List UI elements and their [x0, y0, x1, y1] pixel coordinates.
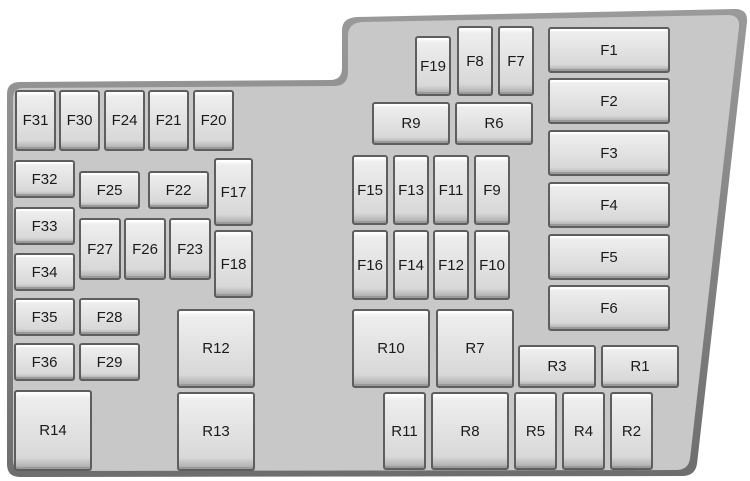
fuse-f8: F8: [457, 26, 493, 96]
relay-r8: R8: [431, 392, 509, 470]
relay-r3: R3: [518, 345, 596, 388]
fuse-f9: F9: [474, 155, 510, 225]
relay-r11: R11: [383, 392, 426, 470]
fuse-f17: F17: [214, 158, 253, 226]
fuse-f2: F2: [548, 78, 670, 124]
fuse-f14: F14: [393, 230, 429, 300]
fuse-f23: F23: [169, 218, 211, 280]
fuse-f12: F12: [433, 230, 469, 300]
fuse-f3: F3: [548, 130, 670, 176]
fuse-f33: F33: [14, 207, 75, 245]
fuse-f35: F35: [14, 298, 75, 336]
fuse-f31: F31: [15, 90, 56, 151]
fuse-f21: F21: [148, 90, 189, 151]
fuse-f30: F30: [59, 90, 100, 151]
fuse-f25: F25: [79, 171, 140, 209]
fuse-f36: F36: [14, 343, 75, 381]
fuse-f34: F34: [14, 253, 75, 291]
fuse-f22: F22: [148, 171, 209, 209]
fuse-f28: F28: [79, 298, 140, 336]
fuse-f11: F11: [433, 155, 469, 225]
relay-r10: R10: [352, 309, 430, 388]
fuse-f15: F15: [352, 155, 388, 225]
fuse-f5: F5: [548, 234, 670, 280]
fuse-f16: F16: [352, 230, 388, 300]
relay-r5: R5: [514, 392, 557, 470]
relay-r13: R13: [177, 392, 255, 471]
relay-r7: R7: [436, 309, 514, 388]
fuse-f20: F20: [193, 90, 234, 151]
fuse-f1: F1: [548, 27, 670, 73]
fuse-f6: F6: [548, 285, 670, 331]
fuse-f26: F26: [124, 218, 166, 280]
relay-r12: R12: [177, 309, 255, 388]
relay-r1: R1: [601, 345, 679, 388]
relay-r14: R14: [14, 390, 92, 471]
fuse-f32: F32: [14, 160, 75, 198]
relay-r9: R9: [372, 102, 450, 145]
fuse-f27: F27: [79, 218, 121, 280]
fuse-f13: F13: [393, 155, 429, 225]
fuse-f24: F24: [104, 90, 145, 151]
relay-r2: R2: [610, 392, 653, 470]
fuse-f29: F29: [79, 343, 140, 381]
fuse-f18: F18: [214, 230, 253, 298]
relay-r6: R6: [455, 102, 533, 145]
fuse-f7: F7: [498, 26, 534, 96]
fuse-f4: F4: [548, 182, 670, 228]
fuse-f19: F19: [415, 36, 451, 96]
fuse-f10: F10: [474, 230, 510, 300]
relay-r4: R4: [562, 392, 605, 470]
